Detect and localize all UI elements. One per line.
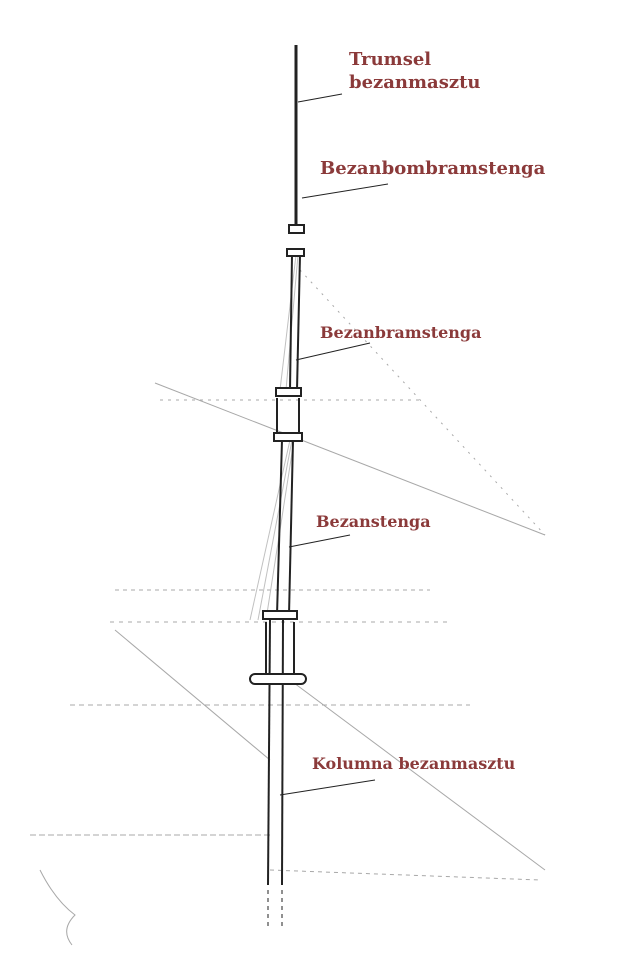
label-kolumna-bezanmasztu: Kolumna bezanmasztu [312, 754, 516, 773]
leader-bramstenga [295, 342, 371, 361]
label-trumsel-line2: bezanmasztu [349, 72, 481, 93]
label-trumsel-line1: Trumsel [349, 49, 432, 70]
leader-bombramstenga [301, 183, 389, 199]
leader-kolumna [279, 779, 376, 796]
label-bezanbombramstenga: Bezanbombramstenga [320, 158, 546, 179]
leader-stenga [288, 534, 351, 548]
background-rigging [30, 254, 546, 946]
label-bezanstenga: Bezanstenga [316, 512, 431, 531]
label-trumsel: Trumsel bezanmasztu [349, 48, 480, 94]
leader-lines [279, 93, 389, 796]
mast [249, 45, 307, 930]
leader-trumsel [297, 93, 343, 103]
label-bezanbramstenga: Bezanbramstenga [320, 323, 482, 342]
